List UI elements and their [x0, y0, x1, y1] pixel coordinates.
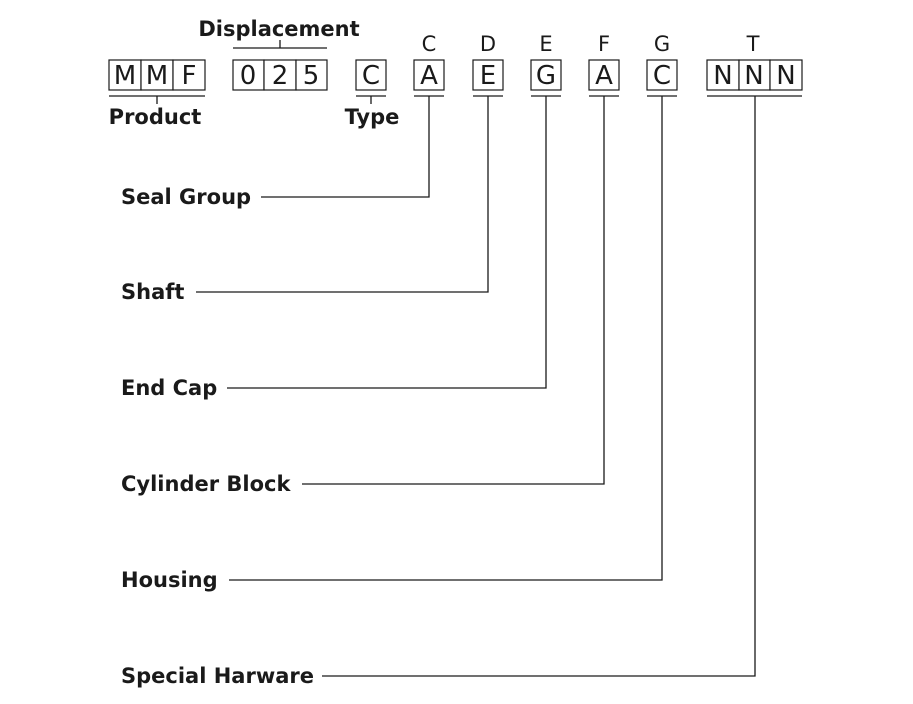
position-code-char: C: [653, 61, 671, 91]
position-g: G C Housing: [121, 32, 678, 592]
position-connector: [322, 95, 802, 677]
position-code-char: N: [713, 61, 732, 91]
position-connector: [229, 95, 677, 581]
position-connector: [196, 95, 503, 293]
product-code: M M F: [108, 59, 206, 91]
displacement-char: 0: [240, 61, 257, 91]
position-code-char: A: [595, 61, 613, 91]
displacement-char: 2: [272, 61, 289, 91]
position-letter: G: [654, 32, 670, 56]
position-code-box: [472, 59, 504, 91]
displacement-char-box: [263, 59, 297, 91]
product-char-box: [108, 59, 142, 91]
product-char-box: [172, 59, 206, 91]
type-bracket: [356, 95, 386, 104]
position-code-box: [769, 59, 803, 91]
displacement-char: 5: [303, 61, 320, 91]
product-char: M: [114, 61, 136, 91]
type-char-box: [355, 59, 387, 91]
position-letter: C: [422, 32, 437, 56]
displacement-code: 0 2 5: [232, 59, 328, 91]
position-t: T N N N Special Harware: [121, 32, 803, 688]
position-d: D E Shaft: [121, 32, 504, 304]
position-code-char: E: [480, 61, 496, 91]
position-label: Shaft: [121, 280, 184, 304]
position-connector: [302, 95, 619, 485]
product-label: Product: [109, 105, 202, 129]
position-letter: T: [746, 32, 760, 56]
position-label: Seal Group: [121, 185, 251, 209]
position-letter: D: [480, 32, 496, 56]
position-f: F A Cylinder Block: [121, 32, 620, 496]
product-char-box: [140, 59, 174, 91]
position-code-box: [530, 59, 562, 91]
position-code-box: [738, 59, 771, 91]
position-letter: E: [539, 32, 552, 56]
position-label: End Cap: [121, 376, 217, 400]
position-code-char: N: [776, 61, 795, 91]
product-char: F: [182, 61, 197, 91]
product-bracket: [109, 95, 205, 104]
position-code-char: N: [744, 61, 763, 91]
position-label: Special Harware: [121, 664, 314, 688]
position-label: Cylinder Block: [121, 472, 291, 496]
position-code-box: [646, 59, 678, 91]
displacement-label: Displacement: [198, 17, 359, 41]
displacement-char-box: [295, 59, 328, 91]
position-code-box: [588, 59, 620, 91]
position-c: C A Seal Group: [121, 32, 445, 209]
position-e: E G End Cap: [121, 32, 562, 400]
position-letter: F: [598, 32, 610, 56]
position-code-box: [413, 59, 445, 91]
position-code-char: A: [420, 61, 438, 91]
product-char: M: [146, 61, 168, 91]
displacement-bracket: [233, 40, 327, 49]
position-code-char: G: [536, 61, 556, 91]
position-connector: [261, 95, 444, 198]
type-label: Type: [345, 105, 400, 129]
position-connector: [227, 95, 561, 389]
type-char: C: [362, 61, 380, 91]
position-label: Housing: [121, 568, 218, 592]
